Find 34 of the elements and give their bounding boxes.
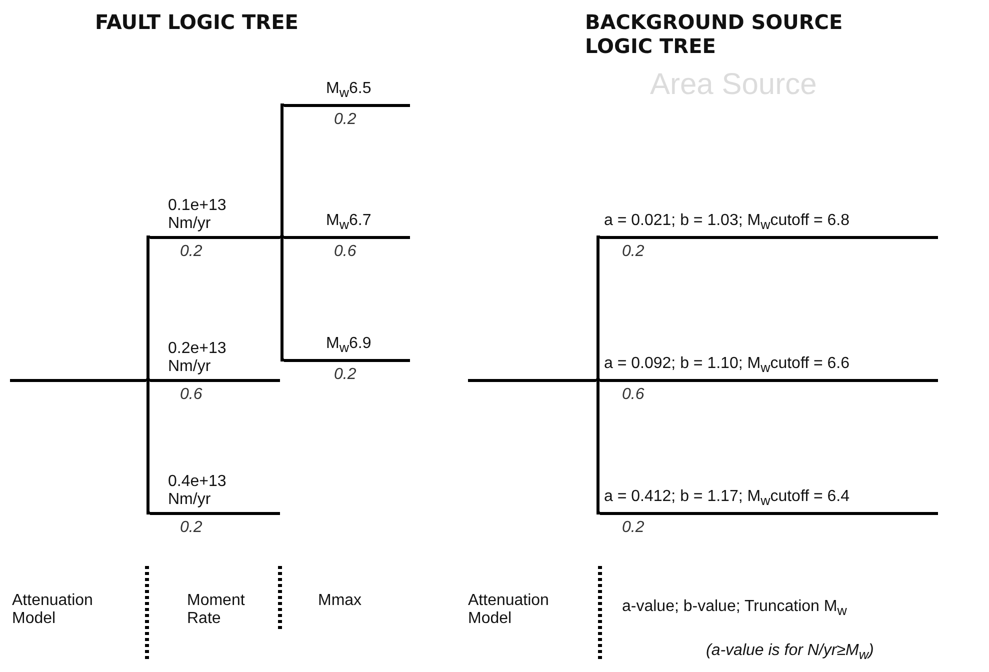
branch-weight: 0.2	[334, 366, 356, 382]
branch-label: 0.1e+13 Nm/yr	[168, 196, 228, 234]
column-heading: a-value; b-value; Truncation M$_{w}$	[622, 598, 847, 618]
tree-title: FAULT LOGIC TREE	[95, 10, 298, 34]
branch-connector	[146, 378, 150, 514]
footnote: (a-value is for N/yr≥M$_{w}$)	[706, 642, 874, 662]
branch-label: a = 0.021; b = 1.03; M$_{w}$cutoff = 6.8	[604, 212, 850, 234]
column-heading: Attenuation Model	[468, 592, 550, 628]
branch-connector	[146, 236, 150, 382]
branch-connector	[596, 378, 600, 514]
branch-weight: 0.2	[622, 242, 644, 260]
branch-label: M$_{w}$6.7	[326, 212, 372, 234]
branch-weight: 0.2	[180, 518, 202, 536]
branch-weight: 0.6	[180, 386, 202, 402]
branch-weight: 0.2	[334, 110, 356, 128]
tree-title: BACKGROUND SOURCE LOGIC TREE	[585, 10, 844, 58]
branch-weight: 0.6	[334, 242, 356, 260]
branch-label: M$_{w}$6.9	[326, 335, 372, 358]
branch-connector	[280, 236, 284, 362]
branch-label: a = 0.092; b = 1.10; M$_{w}$cutoff = 6.6	[604, 355, 850, 378]
column-heading: Attenuation Model	[12, 592, 94, 628]
branch-label: 0.4e+13 Nm/yr	[168, 472, 228, 510]
trunk-line	[10, 378, 146, 382]
branch-weight: 0.2	[180, 242, 202, 260]
column-heading: Moment Rate	[187, 592, 246, 628]
branch-label: M$_{w}$6.5	[326, 80, 372, 102]
branch-connector	[596, 236, 600, 382]
branch-connector	[280, 104, 284, 238]
branch-weight: 0.6	[622, 386, 644, 402]
branch-label: a = 0.412; b = 1.17; M$_{w}$cutoff = 6.4	[604, 488, 850, 510]
branch-weight: 0.2	[622, 518, 644, 536]
trunk-line	[468, 378, 596, 382]
branch-label: 0.2e+13 Nm/yr	[168, 340, 228, 376]
column-heading: Mmax	[318, 592, 362, 610]
